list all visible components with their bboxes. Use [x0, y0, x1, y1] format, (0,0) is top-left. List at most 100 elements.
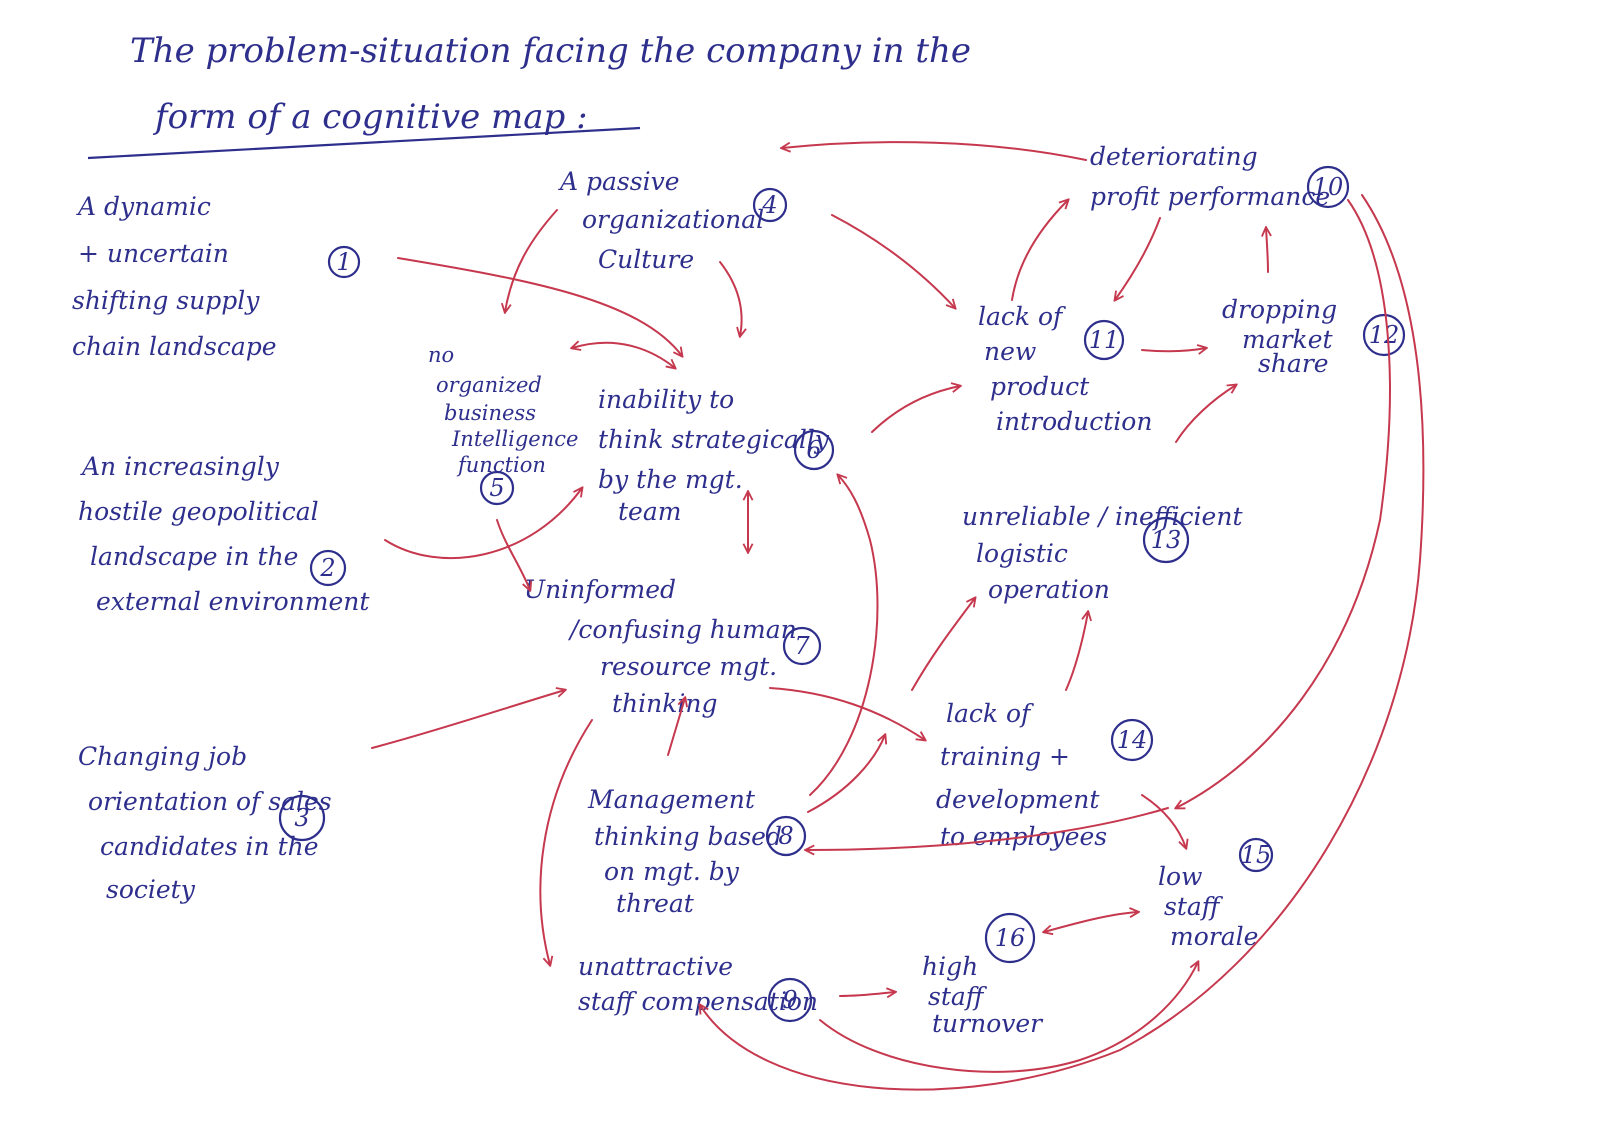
node-1-number: 1 — [336, 248, 351, 276]
node-7-number: 7 — [794, 632, 810, 660]
node-7-number-circle — [782, 626, 822, 666]
svg-text:lack of training +: lack of training + development to employ… — [936, 699, 1107, 851]
svg-text:Changing job orientation: Changing job orientation of sales candid… — [78, 742, 340, 904]
node-14-line: lack of — [946, 699, 1034, 728]
node-14-training-development: lack of training + development to employ… — [936, 699, 1154, 851]
arrow-10-to-15 — [1176, 199, 1391, 808]
node-4-number: 4 — [761, 191, 777, 219]
node-1-line: chain landscape — [72, 332, 277, 361]
node-6-number: 6 — [806, 436, 821, 464]
arrow-7-to-14 — [769, 687, 925, 740]
svg-text:A dynamic + uncertain: A dynamic + uncertain shifting supply ch… — [72, 192, 277, 361]
arrow-6-to-11 — [871, 386, 960, 433]
node-13-number: 13 — [1151, 526, 1182, 554]
arrow-10-to-11 — [1115, 217, 1161, 300]
arrow-8-to-7 — [667, 698, 685, 756]
arrow-8-to-14 — [807, 735, 885, 813]
arrow-13-to-12 — [1175, 385, 1236, 443]
node-16-staff-turnover: high staff turnover 16 — [922, 912, 1044, 1038]
node-13-line: unreliable / inefficient — [962, 502, 1243, 531]
arrow-1-to-6 — [397, 257, 682, 356]
node-4-passive-culture: A passive organizational Culture 4 — [558, 167, 788, 274]
node-8-line: Management — [587, 785, 756, 814]
node-11-line: product — [990, 372, 1090, 401]
arrow-4-to-5 — [505, 209, 558, 312]
arrow-9-to-15 — [819, 962, 1198, 1073]
arrow-9-to-16 — [839, 992, 895, 996]
node-11-line: introduction — [996, 407, 1152, 436]
node-5-line: business — [444, 401, 536, 425]
arrow-11-to-10 — [1011, 200, 1068, 301]
node-2-line: hostile geopolitical — [78, 497, 319, 526]
arrow-7-to-9 — [539, 719, 593, 965]
arrow-16-15-bidirectional — [1044, 912, 1138, 932]
arrow-12-to-10 — [1266, 228, 1268, 273]
node-12-number-circle — [1362, 313, 1406, 357]
node-2-line: landscape in the — [90, 542, 298, 571]
node-5-line: Intelligence — [451, 427, 578, 451]
node-1-line: A dynamic — [76, 192, 211, 221]
node-4-number-circle — [752, 187, 788, 223]
node-15-line: staff — [1164, 892, 1224, 921]
node-9-number-circle — [767, 977, 813, 1023]
title-underline — [87, 126, 641, 160]
node-3-line: orientation of sales — [88, 787, 332, 816]
node-13-logistic-operation: unreliable / inefficient logistic operat… — [962, 502, 1250, 604]
arrow-14-to-15 — [1141, 794, 1186, 848]
arrow-14-to-13 — [911, 598, 975, 691]
node-12-line: market — [1242, 325, 1334, 354]
svg-text:unreliable / inefficient: unreliable / inefficient logistic operat… — [962, 502, 1250, 604]
node-9-line: staff compensation — [578, 987, 818, 1016]
node-5-line: no — [428, 343, 454, 367]
arrow-4-to-6 — [719, 261, 742, 336]
node-12-line: dropping — [1222, 295, 1337, 324]
svg-text:A passive organizational: A passive organizational Culture — [558, 167, 772, 274]
node-10-number: 10 — [1313, 173, 1344, 201]
svg-text:high staff turnove: high staff turnover — [922, 952, 1044, 1038]
node-8-line: threat — [616, 889, 695, 918]
svg-text:unattractive staff compe: unattractive staff compensation — [578, 952, 818, 1016]
node-10-number-circle — [1306, 165, 1350, 209]
node-1-number-circle — [327, 245, 361, 279]
node-1-line: shifting supply — [72, 286, 260, 315]
node-4-line: Culture — [598, 245, 694, 274]
arrow-2-to-6 — [384, 488, 582, 559]
node-1-line: + uncertain — [78, 239, 229, 268]
node-6-line: think strategically — [598, 425, 830, 454]
arrow-10-to-4 — [782, 141, 1087, 161]
node-9-number: 9 — [782, 986, 797, 1014]
node-3-number-circle — [278, 794, 326, 842]
arrow-5-to-7 — [496, 519, 530, 590]
node-3-line: society — [106, 875, 196, 904]
node-11-number-circle — [1083, 319, 1125, 361]
title-line-1: The problem-situation facing the company… — [130, 31, 971, 71]
node-2-line: An increasingly — [80, 452, 280, 481]
node-15-staff-morale: low staff morale 15 — [1158, 837, 1274, 951]
node-14-line: development — [936, 785, 1100, 814]
node-14-number: 14 — [1117, 726, 1148, 754]
node-16-number-circle — [984, 912, 1036, 964]
node-14-number-circle — [1110, 718, 1154, 762]
node-11-line: lack of — [978, 302, 1066, 331]
edges — [371, 141, 1425, 1091]
node-12-number: 12 — [1369, 321, 1400, 349]
svg-text:low staff morale: low staff morale — [1158, 862, 1258, 951]
node-16-line: staff — [928, 982, 988, 1011]
node-12-line: share — [1258, 349, 1329, 378]
arrow-11-to-12 — [1141, 348, 1206, 351]
svg-text:inability to think strat: inability to think strategically by the … — [598, 385, 837, 526]
node-6-line: team — [618, 497, 681, 526]
node-11-line: new — [984, 337, 1036, 366]
node-10-line: deteriorating — [1090, 142, 1258, 171]
arrow-10-to-9 — [700, 194, 1425, 1091]
node-11-number: 11 — [1089, 326, 1120, 354]
node-5-number: 5 — [489, 474, 504, 502]
node-10-line: profit performance — [1090, 182, 1330, 211]
node-9-line: unattractive — [578, 952, 733, 981]
node-6-line: by the mgt. — [598, 465, 743, 494]
node-13-line: operation — [988, 575, 1110, 604]
node-10-profit-performance: deteriorating profit performance 10 — [1090, 142, 1350, 211]
node-7-line: resource mgt. — [600, 652, 777, 681]
node-6-number-circle — [793, 429, 835, 471]
